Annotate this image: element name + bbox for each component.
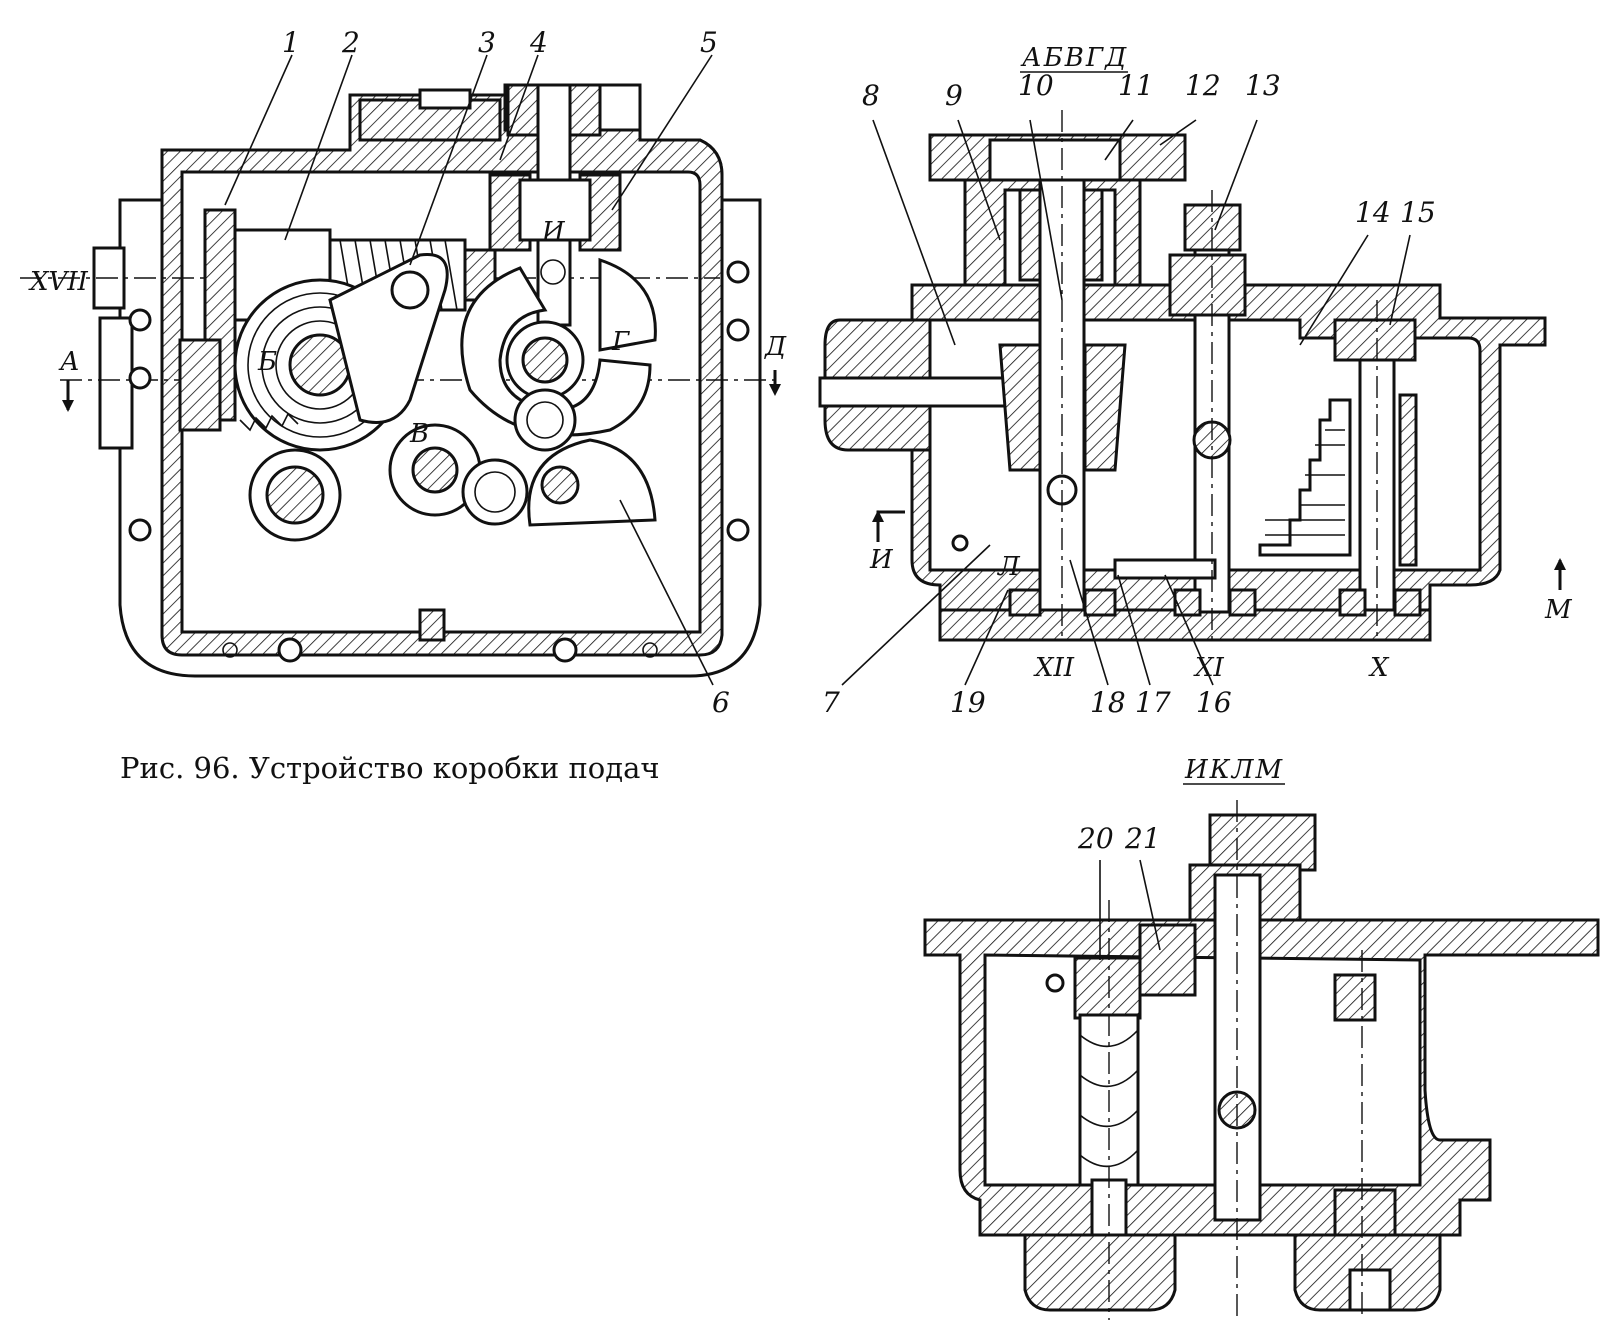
letter-a: А (58, 347, 80, 377)
callout-20: 20 (1077, 822, 1114, 855)
callout-17: 17 (1135, 686, 1171, 719)
shaft-xvii-label: XVII (28, 267, 89, 297)
letter-i: И (869, 545, 894, 575)
bracket-21 (1138, 923, 1197, 997)
callout-2: 2 (341, 26, 360, 59)
callout-1: 1 (282, 26, 300, 59)
section-title-abvgd: АБВГД (1020, 43, 1128, 73)
callout-5: 5 (700, 26, 718, 59)
letter-d: Д (764, 332, 787, 362)
callout-11: 11 (1118, 69, 1154, 102)
shaft-x-label: X (1368, 653, 1390, 683)
letter-l: Л (996, 552, 1021, 582)
callout-14: 14 (1355, 196, 1391, 229)
section-title-iklm: ИКЛМ (1184, 755, 1284, 785)
callout-12: 12 (1185, 69, 1221, 102)
callout-4: 4 (529, 26, 548, 59)
callout-18: 18 (1090, 686, 1126, 719)
letter-g: Г (611, 327, 630, 357)
shaft-xi-label: XI (1193, 653, 1225, 683)
callout-9: 9 (945, 79, 963, 112)
figure-caption: Рис. 96. Устройство коробки подач (120, 751, 660, 785)
callout-3: 3 (478, 26, 496, 59)
front-view (20, 54, 781, 686)
callout-15: 15 (1400, 196, 1436, 229)
housing-iklm (923, 918, 1600, 1237)
flange-left (98, 316, 134, 450)
cone-gears (1258, 398, 1352, 557)
gear-g (460, 257, 657, 452)
letter-i-front: И (541, 217, 566, 247)
callout-19: 19 (950, 686, 986, 719)
callout-8: 8 (862, 79, 880, 112)
letter-b: Б (257, 347, 277, 377)
letter-m: М (1544, 595, 1573, 625)
callout-10: 10 (1018, 69, 1054, 102)
callout-16: 16 (1196, 686, 1232, 719)
callout-21: 21 (1124, 822, 1161, 855)
section-iklm-view (923, 800, 1600, 1320)
callout-13: 13 (1245, 69, 1281, 102)
callout-6: 6 (712, 686, 730, 719)
shaft-xii-label: XII (1033, 653, 1075, 683)
letter-v: В (409, 419, 429, 449)
callout-7: 7 (822, 686, 840, 719)
section-abvgd-view (818, 110, 1566, 686)
housing-wall (160, 93, 724, 657)
